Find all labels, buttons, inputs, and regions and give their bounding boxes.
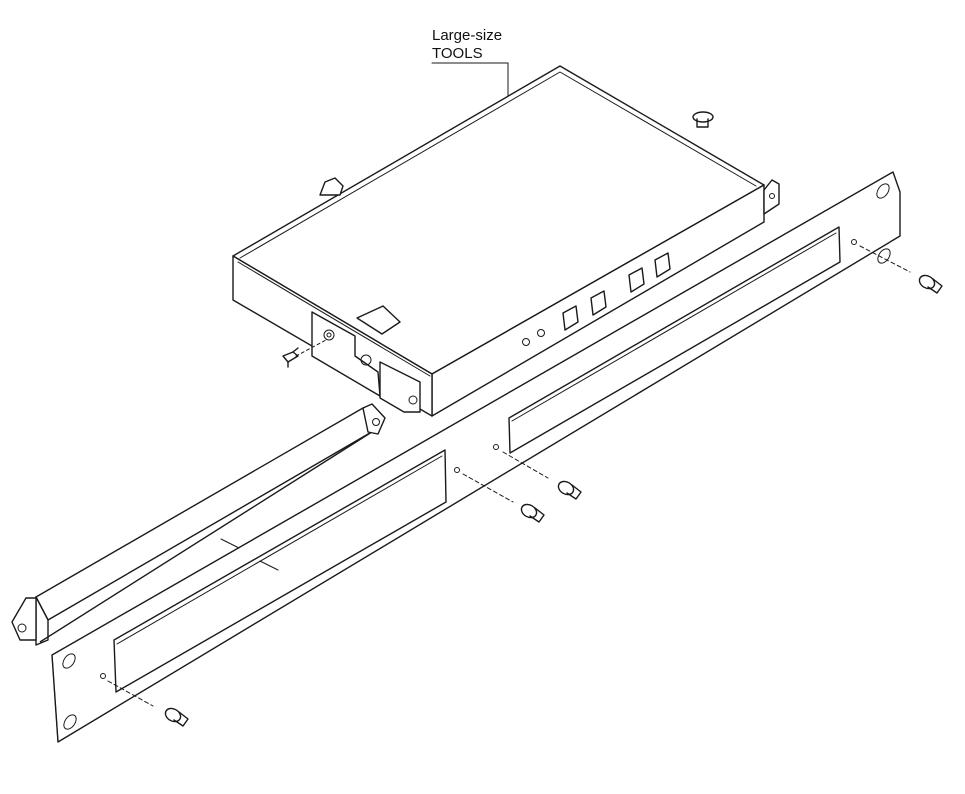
screw-device-top-right: [692, 111, 714, 128]
rack-cutout-upper: [508, 226, 841, 454]
rack-bracket-left: [11, 403, 386, 646]
device-rear-tab: [763, 179, 780, 215]
rack-cutout-lower: [113, 449, 447, 693]
ear-front-tab: [379, 361, 421, 413]
callout-line-1: Large-size: [432, 27, 502, 44]
front-button-4: [654, 252, 671, 278]
screw-center-lower: [462, 473, 545, 523]
front-button-1: [562, 305, 579, 331]
screw-far-right: [859, 245, 943, 294]
front-button-2: [590, 290, 607, 316]
screw-center-upper: [502, 451, 582, 500]
device-mounting-ear: [311, 305, 421, 413]
short-bracket-tab-left: [11, 597, 37, 641]
device-top-connector: [319, 177, 344, 196]
front-led-1: [522, 338, 530, 346]
screw-bottom-left: [107, 680, 189, 727]
device-front-buttons: [562, 252, 671, 331]
front-button-3: [628, 267, 645, 293]
device-side-fold: [237, 261, 431, 377]
ear-top-flange: [356, 305, 401, 335]
screw-device-left: [282, 339, 327, 368]
rack-bracket-right: [51, 171, 901, 743]
front-led-2: [537, 329, 545, 337]
device-enclosure: [232, 65, 780, 417]
callout-line-2: TOOLS: [432, 45, 483, 62]
device-top-inner-edge: [239, 71, 757, 259]
